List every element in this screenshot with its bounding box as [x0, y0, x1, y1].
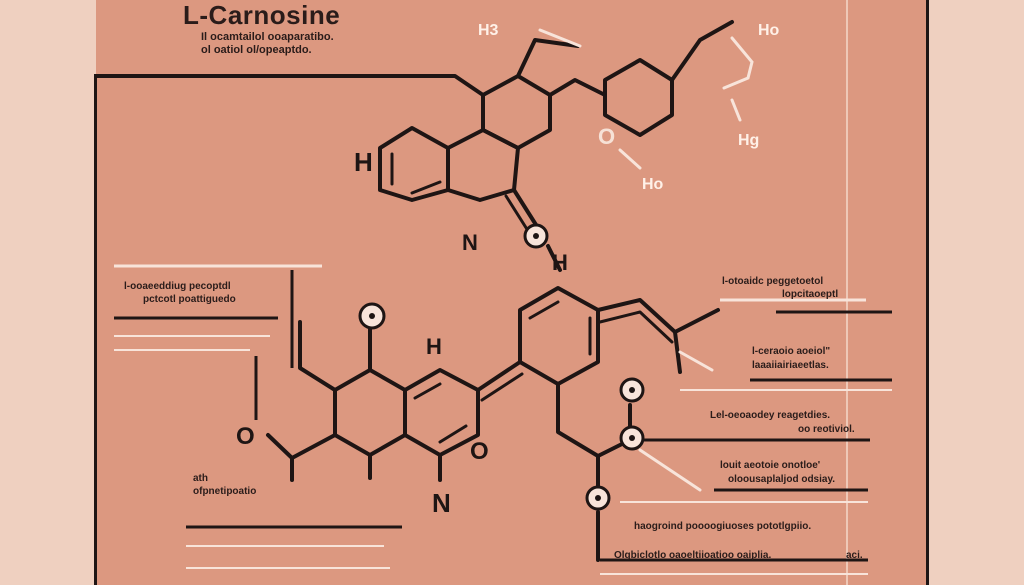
bond-right-up	[673, 308, 720, 334]
bond-g-e	[476, 360, 522, 392]
page-title: L-Carnosine	[183, 0, 341, 30]
atom-label-hg: Hg	[738, 132, 760, 149]
ring-d	[603, 58, 674, 137]
pale-bond-2	[722, 36, 754, 90]
panel-border-left	[94, 74, 97, 585]
right-annotation-2-line-2: laaaiiairiaeetlas.	[752, 360, 829, 371]
ring-g-inner	[413, 382, 468, 444]
ring-c	[378, 126, 450, 202]
atom-label-h-lower: H	[426, 334, 442, 359]
ring-b	[446, 128, 520, 202]
atom-label-n-bottom: N	[432, 488, 451, 518]
bond-chain-1	[556, 382, 600, 458]
atom-label-h-left: H	[354, 147, 373, 177]
right-annotation-4-line-2: oloousaplaljod odsiay.	[728, 474, 836, 485]
atom-label-o-ring: O	[470, 438, 489, 465]
panel-inner-frame	[846, 0, 848, 585]
bond-ring-ch	[516, 38, 580, 78]
right-annotation-3-line-2: oo reotiviol.	[798, 424, 855, 435]
pale-bond-4	[618, 148, 642, 170]
ring-f	[333, 368, 407, 457]
bond-ring-d-ext	[670, 20, 734, 82]
right-annotation-2-line-1: l-ceraoio aoeiol"	[752, 346, 831, 357]
bond-ring-side	[548, 78, 607, 114]
pale-bond-1	[538, 28, 582, 48]
bond-f-down	[266, 433, 337, 460]
left-annotation-bottom-1: ath	[193, 473, 208, 484]
ring-g	[403, 368, 480, 457]
left-annotation-line-2: pctcotl poattiguedo	[143, 294, 236, 305]
bond-f-left	[298, 320, 337, 392]
bond-ring-e-right	[596, 298, 677, 334]
left-annotation-line-1: l-ooaeeddiug pecoptdl	[124, 281, 231, 292]
atom-label-ho-mid: Ho	[642, 176, 664, 193]
panel-border-right	[926, 0, 929, 585]
right-annotation-6-line-2: aci.	[846, 550, 863, 561]
bond-right-down	[673, 330, 682, 374]
right-annotation-4-line-1: louit aeotoie onotloe'	[720, 460, 821, 471]
pale-bond-5	[678, 350, 714, 372]
right-annotation-3-line-1: Lel-oeoaodey reagetdies.	[710, 410, 831, 421]
atom-label-ho-top: Ho	[758, 22, 780, 39]
bond-ring-e-right-double	[598, 310, 674, 344]
bond-n-link-double	[504, 194, 532, 236]
ring-c-inner	[390, 152, 442, 195]
pale-bond-3	[730, 98, 742, 122]
atom-label-h3: H3	[478, 22, 499, 39]
right-annotation-6-line-1: Olgbiclotlo oaoeltiioatioo oaiplia.	[614, 550, 772, 561]
bond-link-down	[546, 244, 562, 272]
atom-label-h-link: H	[552, 250, 568, 275]
left-annotation-bottom-2: ofpnetipoatio	[193, 486, 257, 497]
connector-top-left	[95, 74, 485, 97]
right-annotation-1-line-1: l-otoaidc peggetoetol	[722, 276, 824, 287]
right-annotation-1-line-2: lopcitaoeptl	[782, 289, 839, 300]
pale-bond-6	[638, 448, 702, 492]
atom-label-n-mid: N	[462, 230, 478, 255]
subtitle-line-2: ol oatiol ol/opeaptdo.	[201, 44, 312, 56]
bond-g-e-double	[480, 372, 524, 402]
atom-label-o-top: O	[598, 124, 616, 149]
diagram-panel	[96, 0, 928, 585]
bond-n-link	[512, 188, 540, 230]
subtitle-line-1: Il ocamtailol ooaparatibo.	[201, 31, 334, 43]
right-annotation-5-line-1: haogroind poooogiuoses pototlgpiio.	[634, 521, 812, 532]
atom-label-o-left: O	[236, 423, 255, 450]
ring-e-inner	[528, 300, 592, 356]
